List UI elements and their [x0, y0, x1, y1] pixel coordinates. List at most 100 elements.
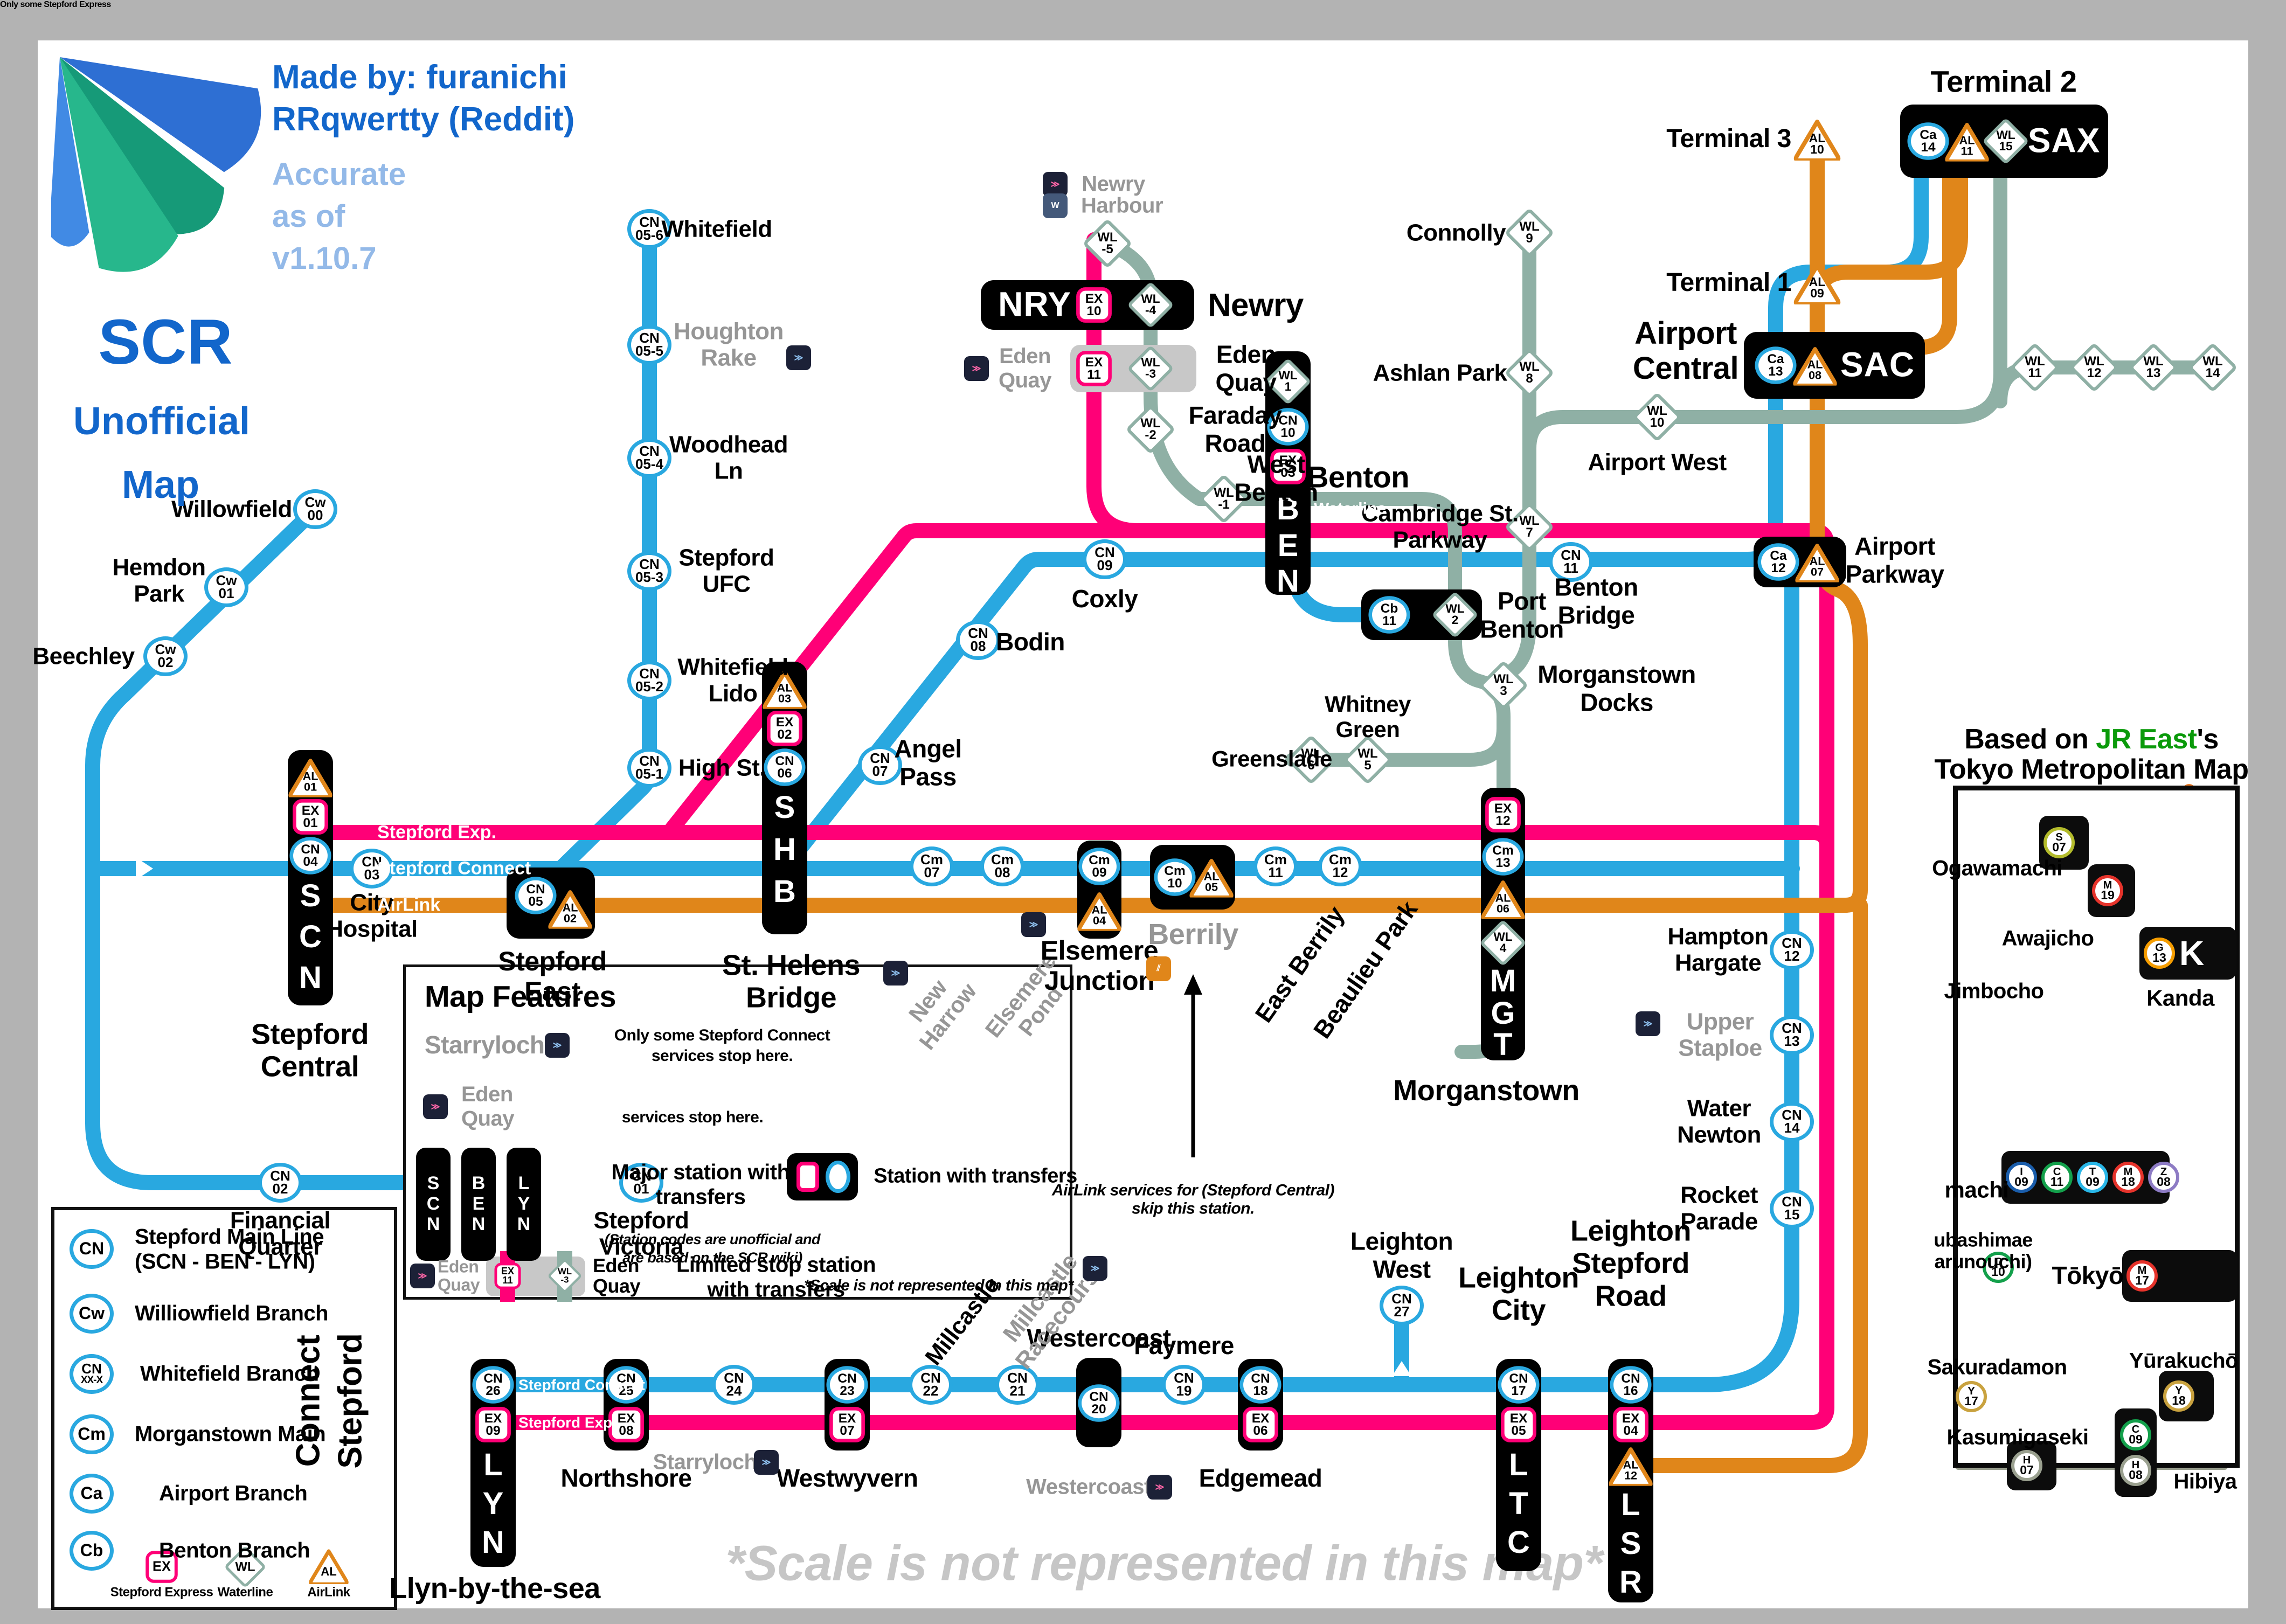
legend-ex-label: Stepford Express	[110, 1585, 213, 1600]
pill-letter: S	[300, 878, 321, 913]
connect-icon: ≫	[1636, 1011, 1660, 1036]
station-label: Westercoast	[1027, 1324, 1171, 1352]
junction-arrow	[1392, 1361, 1411, 1376]
station-label: Benton	[1307, 460, 1409, 494]
connect-icon: ≫	[883, 961, 908, 985]
features-scale-note: *Scale is not represented in this map*	[804, 1276, 1073, 1294]
features-transfer-icon	[787, 1153, 858, 1200]
features-express-note1: Only some Stepford Express	[0, 0, 111, 9]
express-icon: ≫	[1043, 172, 1068, 197]
station-label: Yūrakuchō	[2129, 1349, 2239, 1373]
pill-letter: R	[1619, 1564, 1642, 1600]
features-major1: Major station with	[611, 1160, 791, 1184]
legend-morganstown: Morganstown Main	[135, 1422, 326, 1446]
features-connect-note2: services stop here.	[651, 1047, 793, 1065]
station-label: Westwyvern	[776, 1464, 918, 1493]
logo-petal	[60, 57, 225, 234]
pill-letter: G	[1491, 995, 1515, 1031]
line-express-row	[294, 825, 1834, 854]
station-label: Terminal 3	[1666, 124, 1791, 154]
station-label: Hibiya	[2173, 1469, 2237, 1494]
station-label: Newry	[1208, 287, 1304, 323]
features-eden1: Eden	[461, 1082, 513, 1107]
al-station-AL: AL	[309, 1547, 349, 1584]
express-icon: ≫	[423, 1094, 448, 1119]
pill-letter: H	[773, 831, 796, 867]
scr-logo	[51, 57, 261, 272]
wl-station-WL: WL	[224, 1545, 267, 1588]
station-label: Tōkyō	[2052, 1261, 2124, 1290]
station-label: Morganstown	[1393, 1074, 1580, 1107]
station-label: Willowfield	[171, 496, 292, 523]
pill-letter: L	[1509, 1447, 1528, 1482]
pill-letter: C	[299, 919, 322, 954]
connect-icon: ≫	[1083, 1256, 1107, 1281]
pill-letter: B	[773, 873, 796, 909]
station-label: Llyn-by-the-sea	[389, 1572, 600, 1605]
line-waterline-connolly	[1503, 226, 1536, 679]
pill-letter: S	[1620, 1525, 1641, 1561]
ex-station-EX: EX	[146, 1551, 178, 1583]
cn-station-Cb: Cb	[70, 1531, 114, 1571]
connect-icon: ≫	[545, 1033, 570, 1058]
pill-letter: B	[1277, 491, 1299, 526]
pill-letter: S	[774, 789, 795, 825]
line-name-tag: Stepford Connect	[377, 858, 531, 879]
wl-station-WL--5: WL-5	[1082, 218, 1133, 269]
station-label: Connolly	[1406, 219, 1506, 246]
legend-main-l2: (SCN - BEN - LYN)	[135, 1250, 315, 1274]
